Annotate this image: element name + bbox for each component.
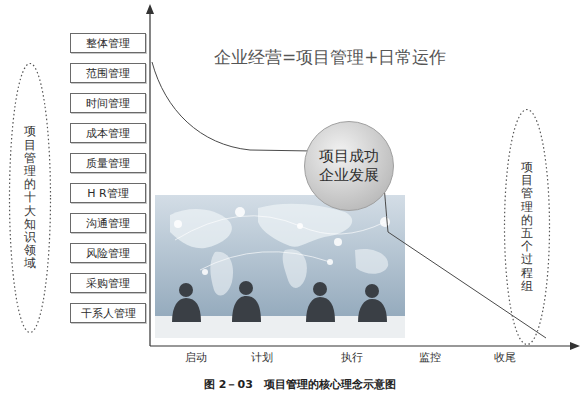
axis-label: 收尾: [494, 350, 516, 365]
box-label: 质量管理: [86, 156, 130, 171]
knowledge-area-box: H R管理: [70, 183, 146, 203]
map-arc: [200, 252, 330, 270]
box-label: 时间管理: [86, 96, 130, 111]
group-ellipse: 项目管理的十大知识领域: [8, 62, 52, 334]
box-label: H R管理: [87, 186, 128, 201]
knowledge-area-box: 干系人管理: [70, 303, 146, 323]
map-dot: [327, 259, 333, 265]
figure-caption: 图 2－03 项目管理的核心理念示意图: [204, 377, 396, 392]
axis-arrowhead: [146, 4, 154, 14]
knowledge-area-box: 整体管理: [70, 33, 146, 53]
people: [172, 281, 387, 322]
photo-ground: [155, 195, 405, 338]
axis-arrowhead: [570, 342, 580, 350]
knowledge-area-box: 成本管理: [70, 123, 146, 143]
knowledge-area-box: 风险管理: [70, 243, 146, 263]
knowledge-area-box: 采购管理: [70, 273, 146, 293]
knowledge-area-box: 质量管理: [70, 153, 146, 173]
person-body: [358, 299, 387, 322]
map-dot: [235, 207, 245, 217]
axis-label: 执行: [341, 350, 363, 365]
group-ellipse: 项目管理的五个过程组: [503, 108, 551, 346]
person-head: [179, 283, 193, 297]
person-body: [172, 298, 201, 322]
y-axis: [149, 8, 150, 346]
person-body: [232, 296, 261, 322]
box-label: 整体管理: [86, 36, 130, 51]
box-label: 干系人管理: [81, 306, 136, 321]
map-continent: [170, 209, 232, 248]
person-body: [306, 297, 335, 322]
person-head: [239, 281, 253, 295]
ellipse-shape: [505, 110, 550, 345]
box-label: 采购管理: [86, 276, 130, 291]
box-label: 范围管理: [86, 66, 130, 81]
map-arc: [175, 216, 385, 240]
map-dot: [380, 217, 390, 227]
map-dot: [334, 238, 342, 246]
knowledge-area-box: 沟通管理: [70, 213, 146, 233]
circle-label: 项目成功 企业发展: [316, 147, 382, 186]
map-dot: [297, 223, 303, 229]
person-head: [365, 284, 379, 298]
map-dot: [202, 269, 208, 275]
axis-label: 计划: [251, 350, 273, 365]
circle-shape: [305, 122, 394, 211]
box-label: 沟通管理: [86, 216, 130, 231]
map-continent: [355, 249, 388, 274]
box-label: 成本管理: [86, 126, 130, 141]
person-head: [313, 282, 327, 296]
knowledge-area-box: 范围管理: [70, 63, 146, 83]
goal-circle: 项目成功 企业发展: [303, 120, 395, 212]
meeting-photo: [155, 195, 405, 338]
map-continent: [210, 252, 233, 296]
ellipse-shape: [10, 64, 51, 333]
trend-curve: [152, 62, 546, 338]
knowledge-area-box: 时间管理: [70, 93, 146, 113]
axis-label: 启动: [185, 350, 207, 365]
box-label: 风险管理: [86, 246, 130, 261]
x-axis: [150, 345, 574, 346]
vertical-label: 项目管理的十大知识领域: [24, 125, 36, 270]
map-dot: [174, 220, 182, 228]
diagram-title: 企业经营=项目管理+日常运作: [214, 46, 447, 69]
vertical-label: 项目管理的五个过程组: [521, 161, 533, 293]
map-continent: [258, 204, 352, 247]
axis-label: 监控: [419, 350, 441, 365]
